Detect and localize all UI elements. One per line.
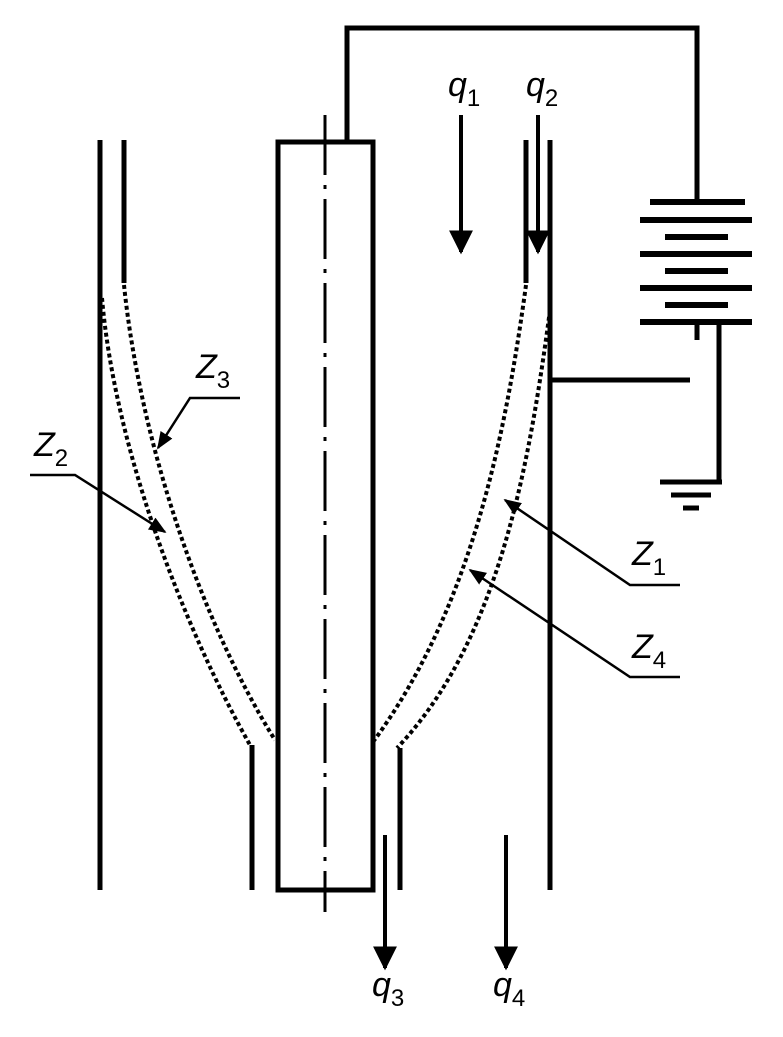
circuit-ground-wire (697, 325, 722, 485)
zone-boundary-right-inner (371, 284, 528, 744)
circuit-top-wire (344, 25, 700, 200)
label-q2: q2 (526, 66, 559, 112)
zone-boundary-left-outer (100, 297, 252, 746)
zone-boundary-left-inner (122, 284, 277, 742)
leader-z4 (468, 568, 680, 679)
label-z3: Z3 (196, 348, 231, 394)
battery-icon (640, 199, 752, 325)
label-q3: q3 (372, 966, 405, 1012)
ground-icon (660, 479, 722, 511)
label-q4: q4 (493, 966, 526, 1012)
label-z2: Z2 (34, 426, 69, 472)
label-z1: Z1 (632, 535, 667, 581)
leader-z2 (30, 473, 167, 534)
label-z4: Z4 (632, 628, 667, 674)
leader-z3 (156, 396, 240, 450)
zone-boundary-right-outer (395, 309, 552, 750)
leader-z1 (503, 498, 680, 587)
label-q1: q1 (448, 66, 481, 112)
